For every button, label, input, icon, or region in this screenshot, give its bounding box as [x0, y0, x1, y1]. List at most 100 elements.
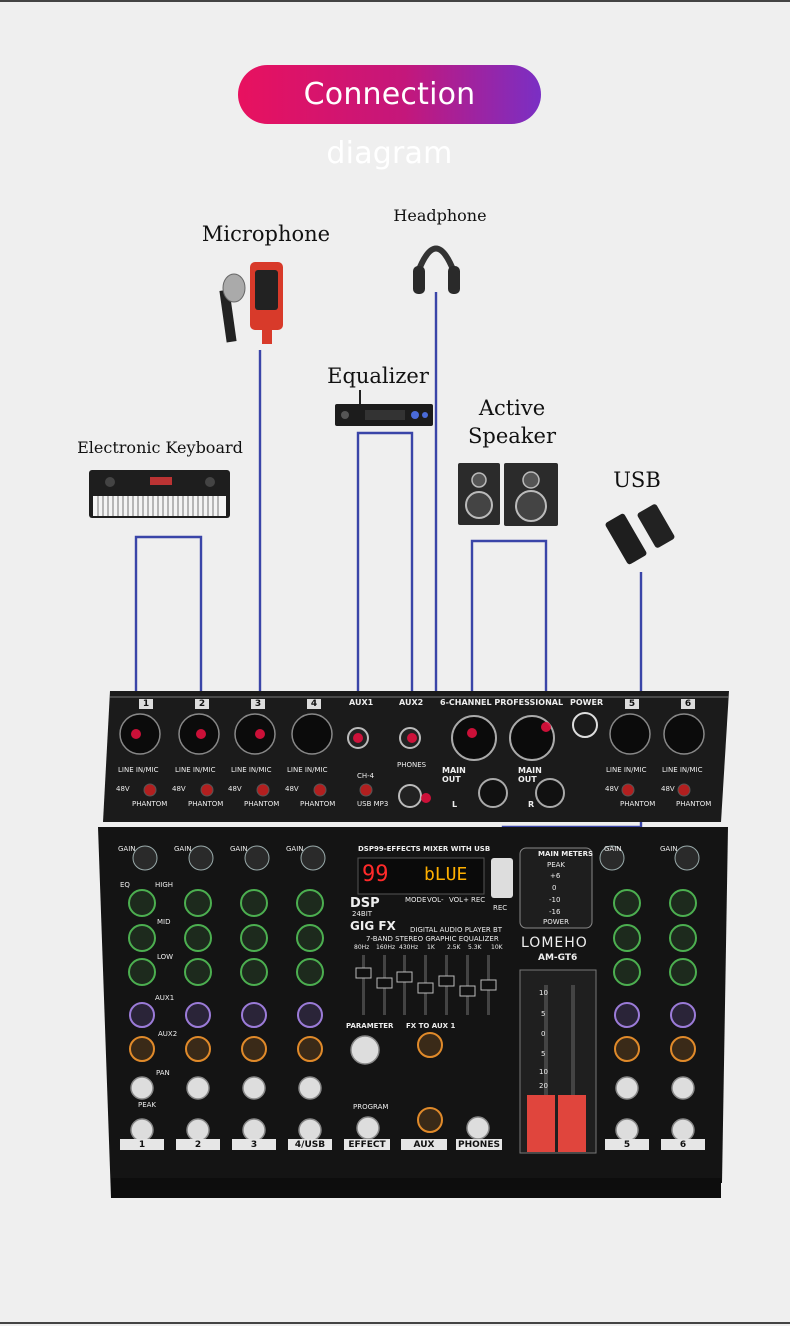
line-in-mic-6: LINE IN/MIC [662, 766, 703, 774]
equalizer-wire [358, 433, 412, 735]
meter-power: POWER [543, 918, 569, 926]
dsp-logo: DSP [350, 896, 380, 911]
aux2-knob-1: AUX2 [158, 1030, 177, 1038]
microphone-icon [219, 262, 283, 344]
line-in-mic-1: LINE IN/MIC [118, 766, 159, 774]
fader-scale-20: 20 [539, 1082, 548, 1090]
equalizer-icon [335, 390, 433, 426]
program-label: PROGRAM [353, 1103, 388, 1111]
main-out-l-xlr [452, 716, 496, 760]
eq-band-430hz: 430Hz [399, 944, 418, 951]
phantom-1: PHANTOM [132, 800, 167, 808]
gain-3: GAIN [230, 845, 248, 853]
channel-5-label: 5 [625, 699, 639, 709]
48v-3: 48V [228, 785, 242, 793]
gigfx-logo: GIG FX [350, 919, 396, 933]
eq-band-10k: 10K [491, 944, 503, 951]
line-in-mic-4: LINE IN/MIC [287, 766, 328, 774]
gain-5: GAIN [604, 845, 622, 853]
fx-to-aux1-label: FX TO AUX 1 [406, 1022, 455, 1030]
eq-band-5-3k: 5.3K [468, 944, 481, 951]
bottom-label-4-usb: 4/USB [288, 1140, 332, 1150]
player-rec[interactable]: REC [471, 896, 485, 904]
48v-5: 48V [605, 785, 619, 793]
rec-label: REC [493, 904, 507, 912]
mid-1: MID [157, 918, 171, 926]
phantom-5: PHANTOM [620, 800, 655, 808]
phantom-4: PHANTOM [300, 800, 335, 808]
pan-1: PAN [156, 1069, 170, 1077]
fader-scale-10b: 10 [539, 1068, 548, 1076]
bt-label: BT [493, 926, 502, 934]
channel-4-label: 4 [307, 699, 321, 709]
mixer-banner: 6-CHANNEL PROFESSIONAL [440, 698, 563, 707]
dsp-24bit: 24BIT [352, 910, 372, 918]
phantom-6: PHANTOM [676, 800, 711, 808]
phantom-2: PHANTOM [188, 800, 223, 808]
channel-6-label: 6 [681, 699, 695, 709]
channel-1-label: 1 [139, 699, 153, 709]
eq-band-80hz: 80Hz [354, 944, 369, 951]
ch4-label: CH-4 [357, 772, 374, 780]
bottom-label-effect: EFFECT [344, 1140, 390, 1150]
combo-jack-4 [292, 714, 332, 754]
bottom-label-3: 3 [232, 1140, 276, 1150]
combo-jack-5 [610, 714, 650, 754]
usb-icon [604, 503, 675, 565]
usb-mp3-label: USB MP3 [357, 800, 388, 808]
48v-1: 48V [116, 785, 130, 793]
meter-peak: PEAK [547, 861, 565, 869]
meters-title: MAIN METERS [538, 850, 593, 858]
bottom-label-phones: PHONES [456, 1140, 502, 1150]
eq-band-1k: 1K [427, 944, 435, 951]
48v-2: 48V [172, 785, 186, 793]
fader-scale-5: 5 [541, 1010, 545, 1018]
bottom-label-1: 1 [120, 1140, 164, 1150]
phones-jack [399, 785, 421, 807]
gain-1: GAIN [118, 845, 136, 853]
brand-name: LOMEHO [521, 935, 588, 951]
eq-1: EQ [120, 881, 130, 889]
gain-6: GAIN [660, 845, 678, 853]
phantom-3: PHANTOM [244, 800, 279, 808]
line-in-mic-3: LINE IN/MIC [231, 766, 272, 774]
low-1: LOW [157, 953, 173, 961]
phones-label: PHONES [397, 761, 426, 769]
meter-level-3: -10 [549, 896, 560, 904]
combo-jack-6 [664, 714, 704, 754]
fader-scale-0: 0 [541, 1030, 545, 1038]
bottom-label-aux: AUX [401, 1140, 447, 1150]
effects-title: DSP99-EFFECTS MIXER WITH USB [358, 845, 490, 853]
bottom-label-2: 2 [176, 1140, 220, 1150]
parameter-label: PARAMETER [346, 1022, 393, 1030]
l-label: L [452, 800, 457, 809]
meter-level-4: -16 [549, 908, 560, 916]
eq-band-160hz: 160Hz [376, 944, 395, 951]
gain-2: GAIN [174, 845, 192, 853]
line-in-mic-5: LINE IN/MIC [606, 766, 647, 774]
r-label: R [528, 800, 534, 809]
aux1-label: AUX1 [349, 698, 373, 707]
main-out-r-label: MAIN OUT [518, 766, 544, 784]
eq-band-2-5k: 2.5K [447, 944, 460, 951]
display-left: 99 [362, 862, 389, 887]
bottom-label-5: 5 [605, 1140, 649, 1150]
display-right: bLUE [424, 864, 467, 885]
line-in-mic-2: LINE IN/MIC [175, 766, 216, 774]
channel-3-label: 3 [251, 699, 265, 709]
peak-1: PEAK [138, 1101, 156, 1109]
keyboard-icon [89, 470, 230, 518]
player-mode[interactable]: MODE [405, 896, 426, 904]
player-vol-down[interactable]: VOL- [427, 896, 443, 904]
channel-2-label: 2 [195, 699, 209, 709]
player-vol-up[interactable]: VOL+ [449, 896, 469, 904]
eq-title: 7-BAND STEREO GRAPHIC EQUALIZER [366, 935, 499, 943]
meter-level-1: +6 [550, 872, 560, 880]
model-name: AM-GT6 [538, 953, 577, 963]
main-out-l-label: MAIN OUT [442, 766, 468, 784]
bottom-label-6: 6 [661, 1140, 705, 1150]
aux1-knob-1: AUX1 [155, 994, 174, 1002]
fader-scale-5b: 5 [541, 1050, 545, 1058]
digital-player-label: DIGITAL AUDIO PLAYER [410, 926, 491, 934]
